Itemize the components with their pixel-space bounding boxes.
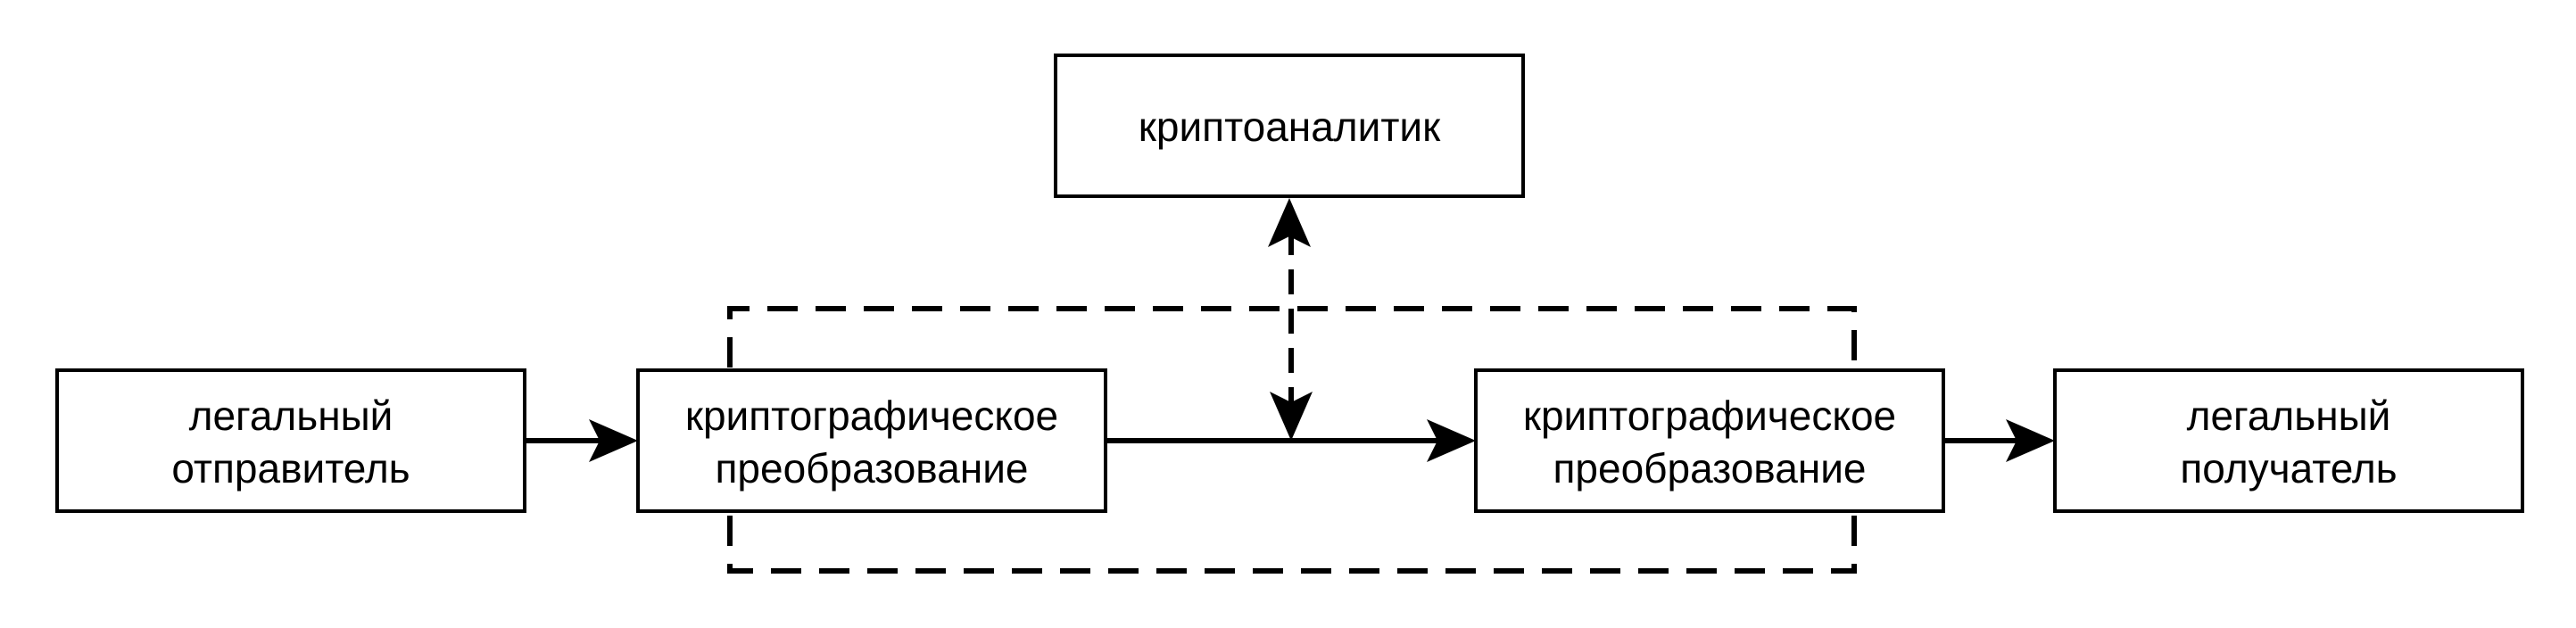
- sender-box: легальный отправитель: [55, 368, 526, 513]
- transform-right-label-line2: преобразование: [1553, 445, 1867, 492]
- transform-left-label-line1: криптографическое: [685, 392, 1058, 439]
- sender-label-line1: легальный: [189, 392, 393, 439]
- transform-right-box: криптографическое преобразование: [1474, 368, 1945, 513]
- arrow-transform-to-transform: [1106, 419, 1476, 462]
- arrow-transform-to-receiver: [1943, 419, 2055, 462]
- cryptanalyst-box: криптоаналитик: [1054, 54, 1525, 198]
- receiver-box: легальный получатель: [2053, 368, 2524, 513]
- secure-channel-dashed-border: [727, 306, 1857, 574]
- sender-label-line2: отправитель: [171, 445, 410, 492]
- interception-dashed-arrow: [1268, 198, 1313, 441]
- transform-left-box: криптографическое преобразование: [636, 368, 1107, 513]
- receiver-label-line2: получатель: [2180, 445, 2397, 492]
- transform-left-label-line2: преобразование: [716, 445, 1029, 492]
- receiver-label-line1: легальный: [2187, 392, 2391, 439]
- arrow-sender-to-transform: [525, 419, 638, 462]
- cryptanalyst-label: криптоаналитик: [1139, 103, 1441, 150]
- transform-right-label-line1: криптографическое: [1523, 392, 1896, 439]
